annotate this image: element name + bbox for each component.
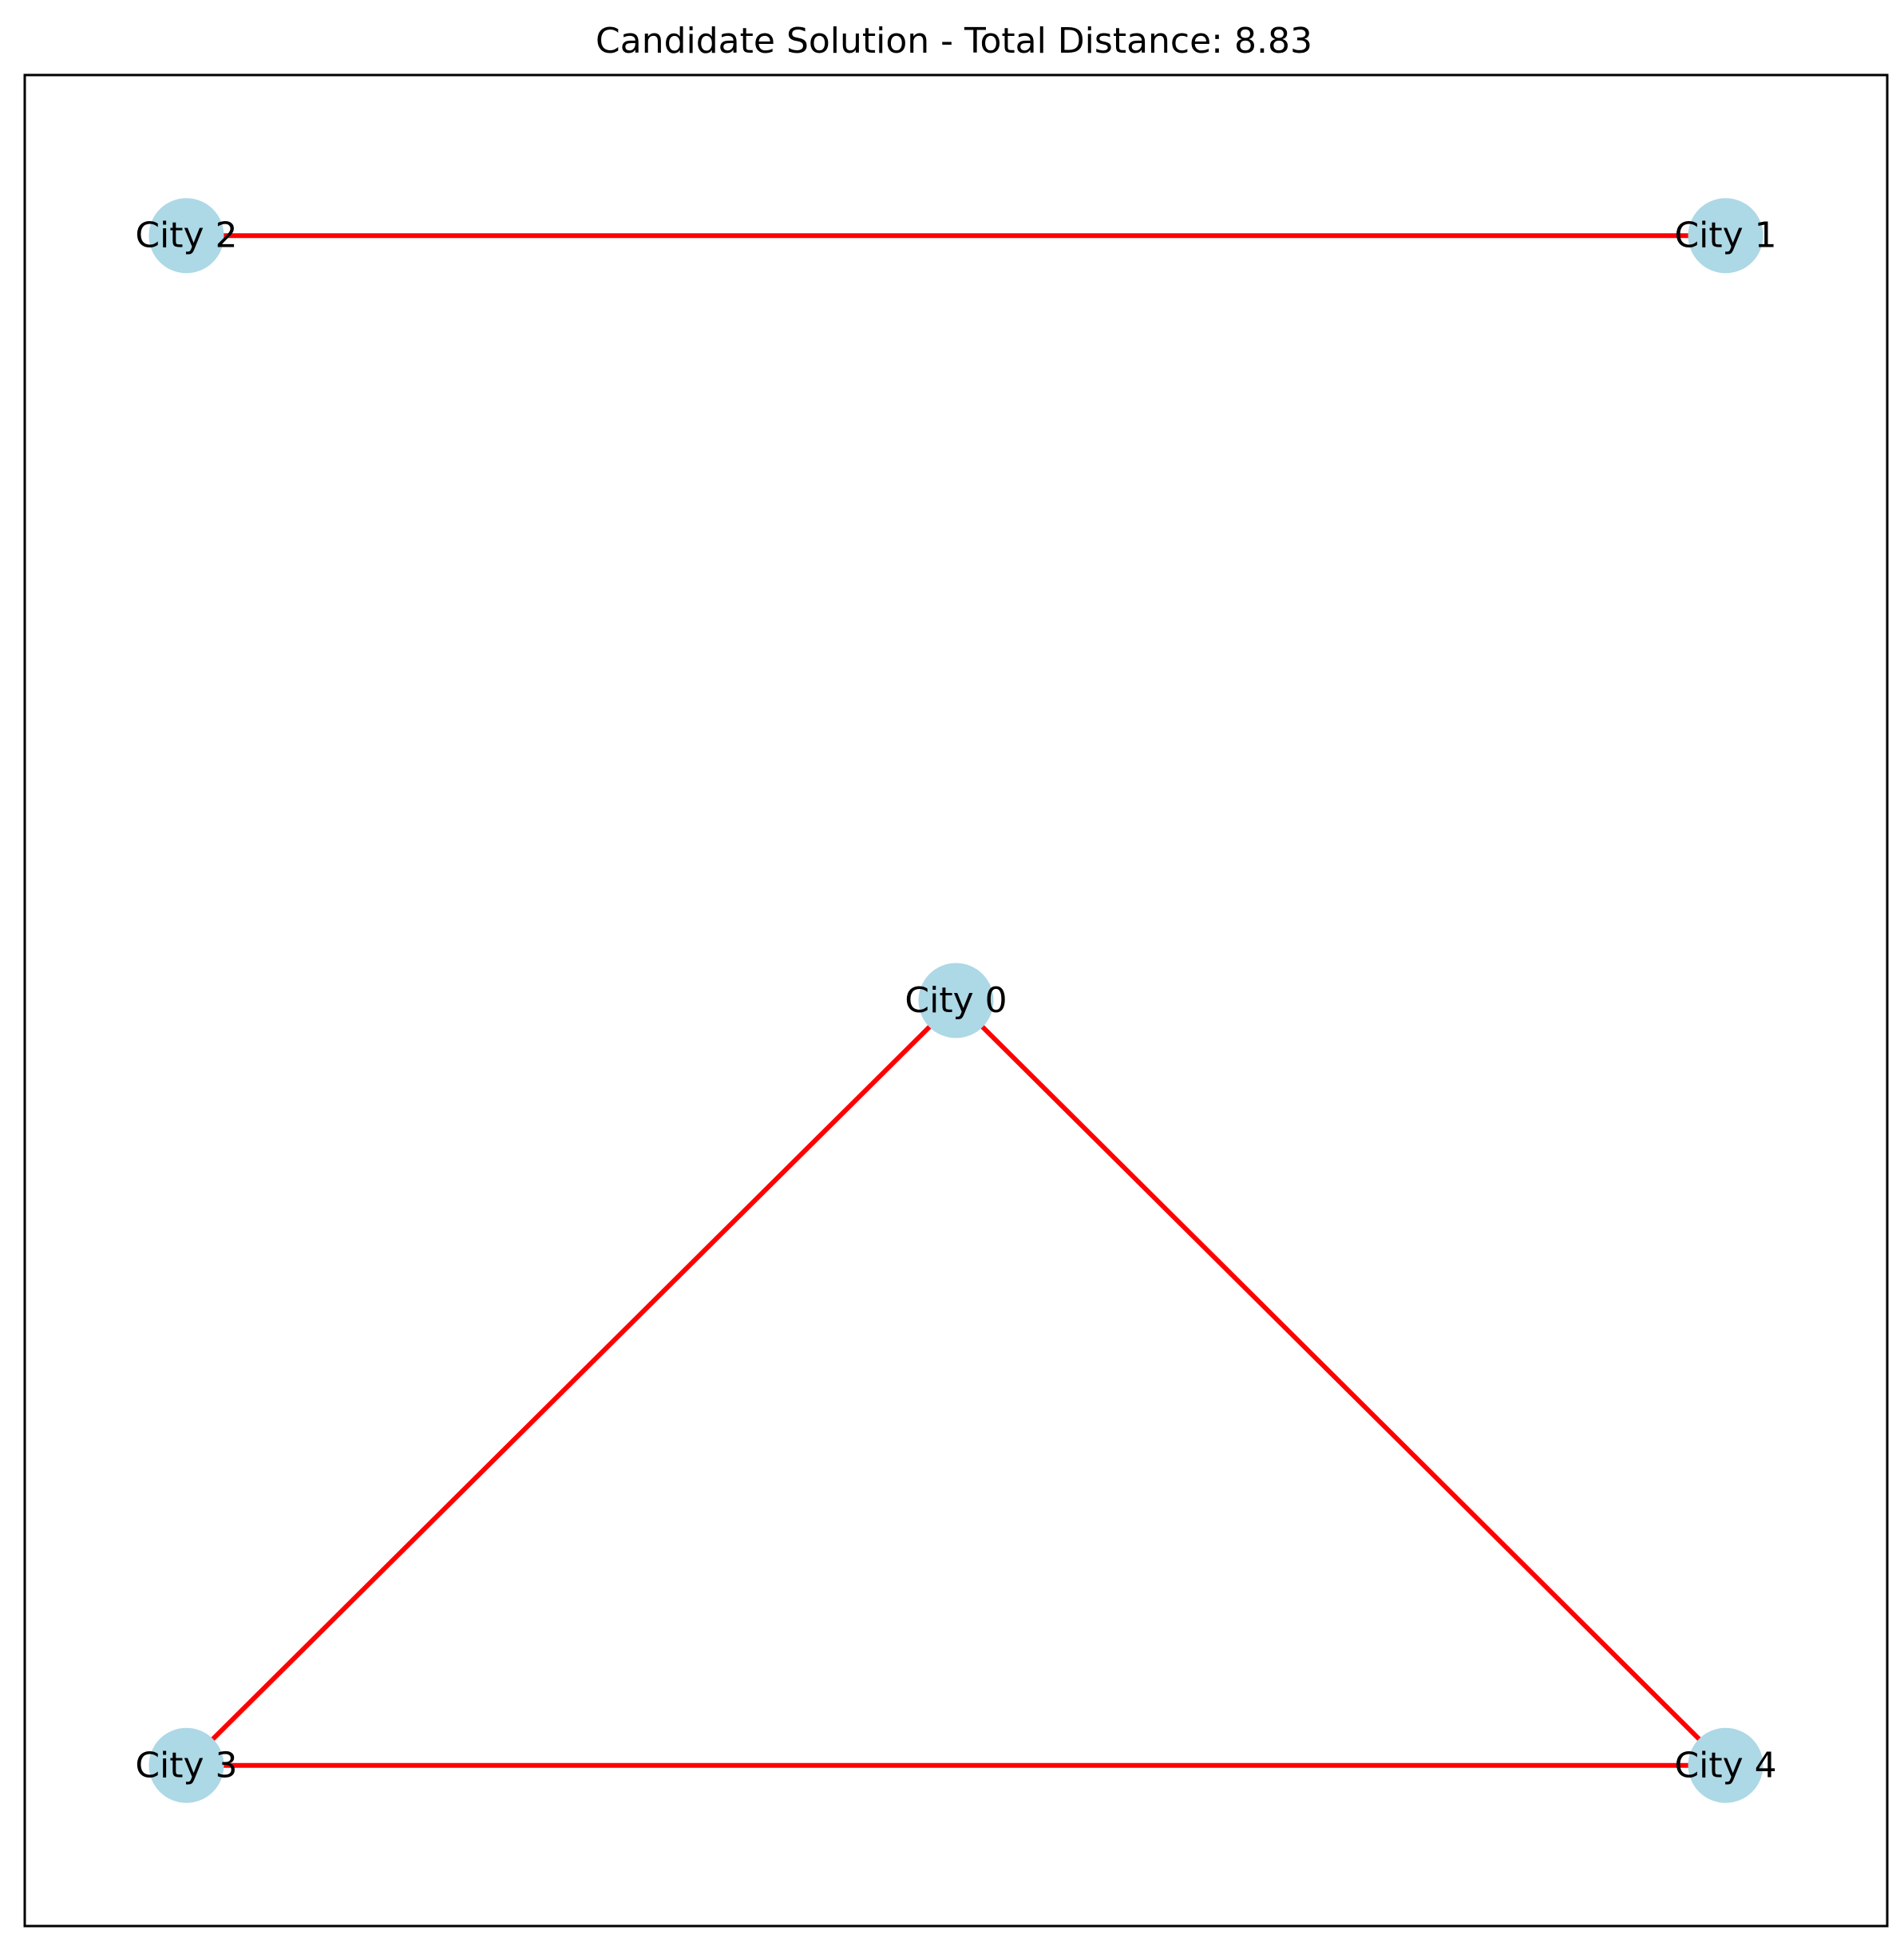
plot-frame [23, 73, 1889, 1928]
city-nodes: City 0 City 1 City 2 City 3 City 4 [135, 198, 1777, 1803]
chart-title: Candidate Solution - Total Distance: 8.8… [596, 21, 1312, 61]
route-edge-0-4 [954, 999, 1728, 1767]
city-node-0 [918, 963, 994, 1038]
city-label-1: City 1 [1674, 216, 1776, 256]
city-node-4 [1688, 1727, 1763, 1803]
city-node-3 [148, 1727, 224, 1803]
city-label-2: City 2 [135, 216, 237, 256]
city-label-4: City 4 [1674, 1745, 1776, 1786]
route-edge-0-3 [184, 999, 958, 1767]
city-label-0: City 0 [904, 980, 1007, 1021]
city-node-1 [1688, 198, 1763, 274]
route-edges [184, 233, 1728, 1768]
city-label-3: City 3 [135, 1745, 237, 1786]
city-node-2 [148, 198, 224, 274]
